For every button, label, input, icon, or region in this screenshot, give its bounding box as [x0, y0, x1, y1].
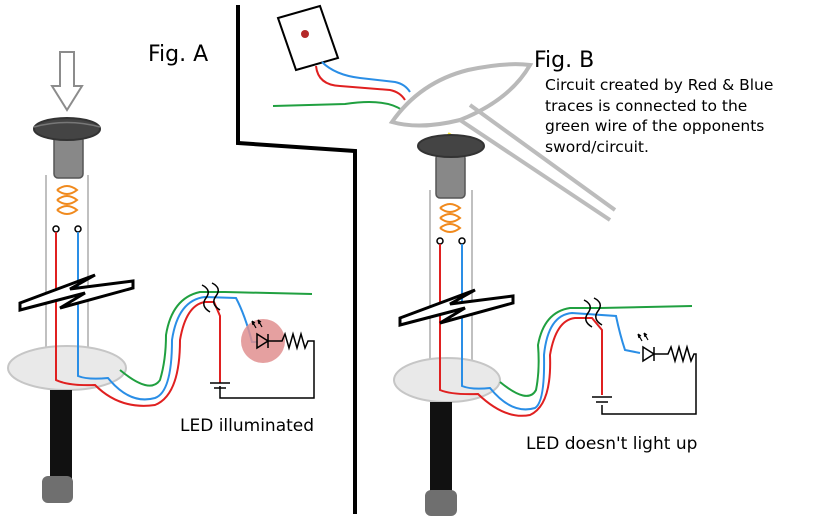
pommel	[42, 476, 73, 503]
fig-a-caption: LED illuminated	[180, 416, 315, 436]
opponent-red-wire	[315, 65, 406, 101]
blue-wire	[77, 232, 258, 401]
tip-head	[33, 117, 101, 141]
led-glow	[241, 319, 285, 363]
handle-b	[430, 402, 452, 494]
fig-a-drawing	[7, 51, 315, 503]
opponent-blade	[458, 118, 612, 222]
break-symbol-b	[398, 288, 515, 327]
green-wire	[119, 291, 313, 387]
fig-b-description: Circuit created by Red & Blue traces is …	[545, 76, 774, 156]
tip-head-b	[417, 134, 485, 158]
tip-barrel	[53, 135, 84, 179]
red-wire	[55, 232, 221, 407]
opponent-green-wire	[272, 101, 403, 111]
handle	[50, 390, 72, 480]
connector-symbol	[201, 282, 221, 313]
fig-b-title: Fig. B	[534, 48, 595, 73]
resistor-symbol	[219, 331, 315, 399]
red-wire-b	[439, 244, 603, 417]
pommel-b	[425, 490, 457, 516]
figure-divider	[236, 5, 357, 514]
fig-b-drawing	[272, 4, 697, 516]
green-wire-b	[499, 305, 693, 397]
tip-spring-b	[439, 203, 462, 233]
opponent-blue-wire	[321, 61, 411, 93]
opponent-sensor	[276, 4, 340, 72]
blue-wire-b	[461, 244, 641, 411]
guard-b	[393, 357, 501, 403]
break-symbol	[18, 273, 135, 312]
resistor-symbol-b	[601, 344, 697, 415]
fig-b-caption: LED doesn't light up	[526, 434, 698, 454]
connector-symbol-b	[583, 297, 603, 328]
tip-barrel-b	[435, 153, 466, 199]
led-icon-b	[642, 345, 656, 363]
press-arrow-icon	[50, 51, 84, 112]
fig-a-title: Fig. A	[148, 42, 209, 67]
tip-spring	[56, 185, 79, 215]
opponent-guard	[388, 62, 534, 128]
